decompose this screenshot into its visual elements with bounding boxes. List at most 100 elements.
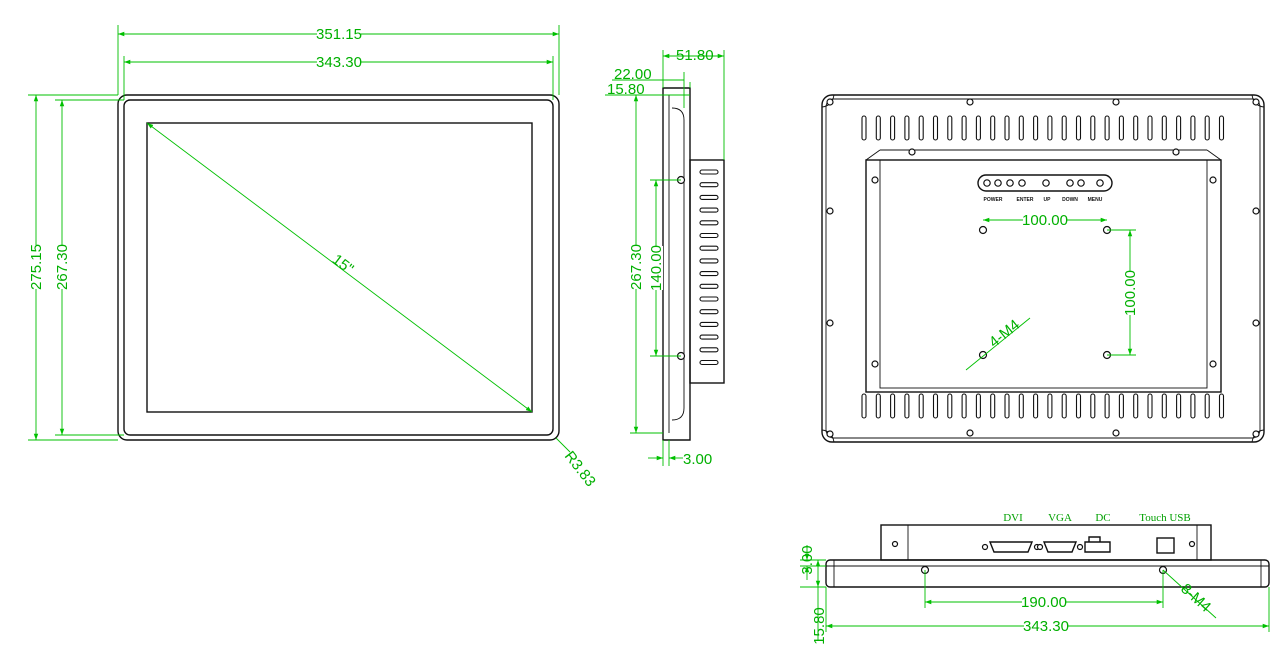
bottom-view: DVI VGA DC Touch USB 190.00 343.30 8-M4 …	[799, 512, 1270, 645]
osd-button	[994, 179, 1002, 187]
port-label-dvi: DVI	[1003, 512, 1023, 524]
side-profile	[671, 107, 685, 421]
vent-slot	[699, 220, 719, 226]
osd-button-label: POWER	[984, 197, 1003, 203]
vent-slot	[918, 393, 924, 419]
vent-slot	[1018, 393, 1024, 419]
vent-slot	[1118, 393, 1124, 419]
screw-hole	[1112, 98, 1120, 106]
vent-slot	[699, 169, 719, 175]
side-height-label: 267.30	[628, 244, 645, 290]
vent-slot	[699, 245, 719, 251]
side-vent-slots	[699, 169, 719, 366]
vent-slot	[932, 115, 939, 141]
screw-hole	[826, 319, 834, 327]
total-depth-label: 51.80	[676, 47, 714, 64]
vga-port	[1042, 541, 1078, 553]
vent-slot	[699, 207, 719, 213]
vent-slot	[1018, 115, 1024, 141]
vent-slot	[699, 258, 719, 264]
vent-slot	[890, 115, 896, 141]
vent-slot	[904, 393, 910, 419]
vent-slot	[947, 115, 953, 141]
screw-hole	[1252, 430, 1260, 438]
dc-port	[1084, 536, 1111, 553]
screw-hole	[1209, 360, 1217, 368]
vent-slot	[1104, 115, 1110, 141]
overall-height-label: 275.15	[28, 244, 45, 290]
vent-slot	[861, 115, 867, 141]
vent-slot	[975, 115, 981, 141]
vent-slot	[1218, 393, 1225, 419]
bottom-screw	[1188, 540, 1196, 548]
port-screw	[1036, 543, 1044, 551]
front-outer-frame	[117, 94, 560, 441]
vent-slot	[1090, 115, 1096, 141]
bottom-screws-label: 8-M4	[1177, 580, 1214, 616]
rear-inner-frame	[825, 98, 1261, 439]
osd-button	[1066, 179, 1074, 187]
screw-hole	[826, 207, 834, 215]
vent-slot	[1204, 115, 1210, 141]
vent-slot	[1004, 115, 1010, 141]
vent-slot	[961, 115, 967, 141]
screw-hole	[871, 360, 879, 368]
osd-button-label: ENTER	[1017, 197, 1034, 203]
vent-slot	[1118, 115, 1124, 141]
screw-hole	[966, 429, 974, 437]
diagonal-line	[146, 122, 533, 413]
vent-slot	[1133, 393, 1139, 419]
bottom-screw	[891, 540, 899, 548]
depth-label: 15.80	[811, 607, 828, 645]
screw-hole	[966, 98, 974, 106]
bezel-height-label: 267.30	[54, 244, 71, 290]
front-bezel	[123, 99, 554, 436]
vent-slot	[918, 115, 924, 141]
vent-slot	[1104, 393, 1110, 419]
vent-slot	[1147, 393, 1153, 419]
dvi-port	[988, 541, 1034, 553]
rear-back-plate	[865, 159, 1222, 393]
bottom-offset-label: 3.00	[683, 451, 712, 468]
vent-slot	[961, 393, 967, 419]
osd-buttons	[983, 179, 1104, 187]
vent-slot	[699, 347, 719, 353]
vesa-hole	[978, 350, 988, 360]
vent-slot	[699, 359, 719, 366]
osd-button	[1077, 179, 1085, 187]
vesa-h-label: 100.00	[1022, 212, 1068, 229]
vent-slot	[1033, 393, 1039, 419]
vent-slot	[1090, 393, 1096, 419]
rear-screw-holes	[826, 98, 1260, 438]
front-view: 15" 351.15 343.30 275.15 267.30 R3.83	[28, 25, 599, 490]
vent-slot	[1061, 393, 1067, 419]
osd-button	[1006, 179, 1014, 187]
vent-slot	[932, 393, 939, 419]
side-box	[689, 159, 725, 384]
screw-hole	[1112, 429, 1120, 437]
vent-slot	[890, 393, 896, 419]
vent-slot	[699, 296, 719, 302]
vesa-v-label: 100.00	[1122, 270, 1139, 316]
bottom-frame	[825, 559, 1270, 588]
diagonal-label: 15"	[329, 251, 357, 278]
vent-slot	[699, 271, 719, 277]
vent-slot	[1176, 393, 1182, 419]
osd-button-label: DOWN	[1062, 197, 1078, 203]
vent-slot	[1161, 115, 1167, 141]
screw-hole	[1172, 148, 1180, 156]
vent-slot	[1204, 393, 1210, 419]
vent-slot	[975, 393, 981, 419]
screw-hole	[1252, 319, 1260, 327]
rear-outer-frame	[821, 94, 1265, 443]
touch-usb-port	[1156, 537, 1175, 554]
vent-slot	[1061, 115, 1067, 141]
vent-slot	[904, 115, 910, 141]
rear-plate-edge	[1206, 149, 1222, 161]
vent-slot	[1133, 115, 1139, 141]
rear-vents-top	[861, 115, 1225, 141]
osd-button	[1096, 179, 1104, 187]
vesa-screw-label: 4-M4	[986, 316, 1023, 351]
